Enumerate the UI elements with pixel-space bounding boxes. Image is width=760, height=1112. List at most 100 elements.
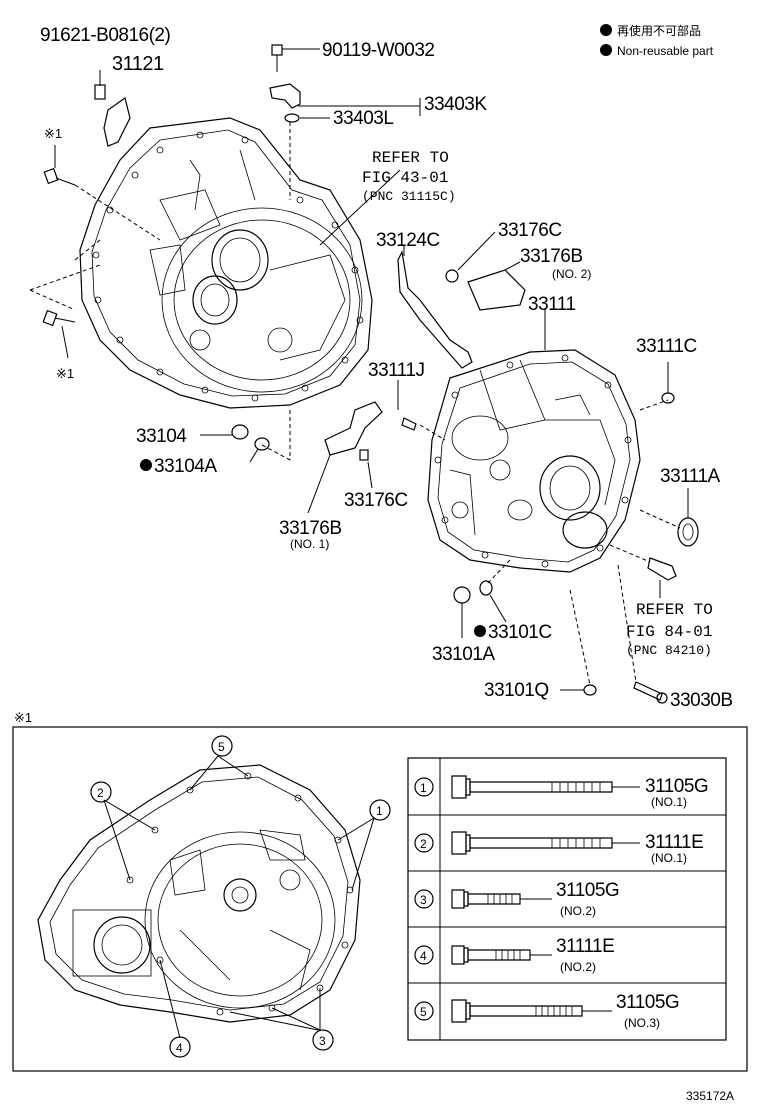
bolt-row-num: 1 bbox=[420, 781, 427, 795]
bolt-row-1: 1 31105G (NO.1) bbox=[414, 775, 709, 809]
nonreusable-dot-icon bbox=[474, 625, 486, 637]
nonreusable-dot-icon bbox=[600, 44, 612, 56]
label-31121: 31121 bbox=[112, 53, 164, 75]
label-33403L: 33403L bbox=[333, 108, 393, 129]
label-33176B-bottom: 33176B bbox=[279, 518, 342, 539]
bolt-row-4: 4 31111E (NO.2) bbox=[414, 936, 615, 974]
leader-lines bbox=[298, 98, 421, 246]
label-33111J: 33111J bbox=[368, 360, 425, 381]
bolt-33030B-icon bbox=[617, 564, 668, 704]
callout-circle-3 bbox=[312, 1029, 334, 1051]
plug-33101Q-icon bbox=[560, 589, 597, 696]
lever-33403-icon bbox=[269, 83, 301, 109]
label-33111C: 33111C bbox=[636, 336, 697, 357]
seal-33403L-icon bbox=[284, 113, 300, 123]
gasket-33104A-icon bbox=[249, 437, 270, 463]
label-ast1-bottom: ※1 bbox=[56, 366, 74, 381]
legend: 再使用不可部品 Non-reusable part bbox=[600, 23, 714, 58]
detail-housing-drawing bbox=[37, 764, 361, 1023]
label-ast1-top: ※1 bbox=[44, 126, 62, 141]
label-33176C-bottom: 33176C bbox=[344, 490, 408, 511]
label-33104A: 33104A bbox=[154, 456, 217, 477]
bolt-row-part: 31105G bbox=[616, 992, 679, 1013]
label-91621-B0816: 91621-B0816(2) bbox=[40, 25, 170, 46]
plug-33111C-icon bbox=[639, 362, 675, 411]
bolt-ast1-top-icon bbox=[43, 145, 76, 186]
label-refer1-c: (PNC 31115C) bbox=[362, 189, 456, 204]
label-refer2-c: (PNC 84210) bbox=[626, 643, 712, 658]
bolt-row-sub: (NO.2) bbox=[560, 960, 596, 974]
callout-num: 4 bbox=[176, 1041, 183, 1055]
sensor-refer-84-01-icon bbox=[609, 544, 677, 598]
bolt-row-sub: (NO.1) bbox=[651, 795, 687, 809]
callout-circle-2 bbox=[90, 781, 112, 803]
transaxle-case-drawing bbox=[427, 349, 641, 573]
label-refer2-b: FIG 84-01 bbox=[626, 623, 712, 641]
bolt-row-num: 5 bbox=[420, 1005, 427, 1019]
bolt-table: 1 31105G (NO.1) 2 31111E (NO.1) 3 bbox=[407, 757, 727, 1041]
bolt-row-part: 31111E bbox=[645, 832, 703, 853]
guide-lines-left bbox=[29, 122, 291, 461]
detail-callouts: 1 2 3 4 5 bbox=[90, 735, 391, 1058]
bolt-row-part: 31105G bbox=[556, 880, 619, 901]
label-33101C: 33101C bbox=[488, 622, 552, 643]
label-33111A: 33111A bbox=[660, 466, 721, 487]
callout-circle-1 bbox=[369, 799, 391, 821]
bracket-33124C-icon bbox=[397, 250, 473, 369]
callout-num: 3 bbox=[319, 1034, 326, 1048]
label-90119-W0032: 90119-W0032 bbox=[322, 40, 434, 61]
detail-marker: ※1 bbox=[14, 710, 32, 725]
diagram-id: 335172A bbox=[686, 1089, 734, 1103]
bolt-row-part: 31105G bbox=[645, 776, 708, 797]
seal-33111A-icon bbox=[639, 488, 699, 547]
bolt-row-num: 3 bbox=[420, 893, 427, 907]
clutch-housing-drawing bbox=[79, 117, 373, 409]
label-33176B-top-sub: (NO. 2) bbox=[552, 267, 591, 281]
bracket-33176B-no1-icon bbox=[324, 401, 383, 456]
callout-circle-4 bbox=[169, 1036, 191, 1058]
gasket-33101C-icon bbox=[479, 559, 511, 623]
callout-num: 1 bbox=[376, 804, 383, 818]
label-33104: 33104 bbox=[136, 426, 187, 447]
legend-nonreusable-en: Non-reusable part bbox=[617, 44, 714, 58]
bolt-row-part: 31111E bbox=[556, 936, 614, 957]
pin-33111J-icon bbox=[401, 417, 417, 431]
bolt-row-sub: (NO.2) bbox=[560, 904, 596, 918]
label-33111: 33111 bbox=[528, 294, 576, 315]
bolt-row-2: 2 31111E (NO.1) bbox=[414, 831, 704, 865]
plug-33104-icon bbox=[200, 424, 249, 440]
plate-33176B-no2-icon bbox=[467, 269, 526, 311]
label-33030B: 33030B bbox=[670, 690, 733, 711]
label-33176C-top: 33176C bbox=[498, 220, 562, 241]
bolt-row-sub: (NO.1) bbox=[651, 851, 687, 865]
label-33176B-top: 33176B bbox=[520, 246, 583, 267]
label-33403K: 33403K bbox=[424, 94, 487, 115]
nonreusable-dot-icon bbox=[600, 24, 612, 36]
callout-circle-5 bbox=[211, 735, 233, 757]
bolt-91621-icon bbox=[94, 70, 106, 100]
bolt-90119-icon bbox=[271, 44, 320, 72]
callout-num: 2 bbox=[97, 786, 104, 800]
bolt-row-num: 4 bbox=[420, 949, 427, 963]
label-33124C: 33124C bbox=[376, 230, 440, 251]
bolt-row-num: 2 bbox=[420, 837, 427, 851]
plug-33101A-icon bbox=[453, 586, 471, 638]
bolt-row-3: 3 31105G (NO.2) bbox=[414, 880, 620, 918]
label-33101A: 33101A bbox=[432, 644, 495, 665]
label-refer1-a: REFER TO bbox=[372, 149, 449, 167]
bolt-ast1-bottom-icon bbox=[42, 309, 76, 359]
label-refer2-a: REFER TO bbox=[636, 601, 713, 619]
bolt-row-sub: (NO.3) bbox=[624, 1016, 660, 1030]
bolt-33176C-bottom-icon bbox=[359, 449, 373, 489]
nonreusable-dot-icon bbox=[140, 459, 152, 471]
bracket-31121-icon bbox=[103, 97, 131, 147]
label-refer1-b: FIG 43-01 bbox=[362, 169, 448, 187]
legend-nonreusable-jp: 再使用不可部品 bbox=[617, 23, 701, 38]
bolt-row-5: 5 31105G (NO.3) bbox=[414, 992, 680, 1030]
label-33176B-bottom-sub: (NO. 1) bbox=[290, 537, 329, 551]
bolt-33176C-top-icon bbox=[445, 231, 496, 283]
callout-num: 5 bbox=[218, 740, 225, 754]
detail-callout-3b bbox=[229, 1011, 319, 1031]
label-33101Q: 33101Q bbox=[484, 680, 549, 701]
